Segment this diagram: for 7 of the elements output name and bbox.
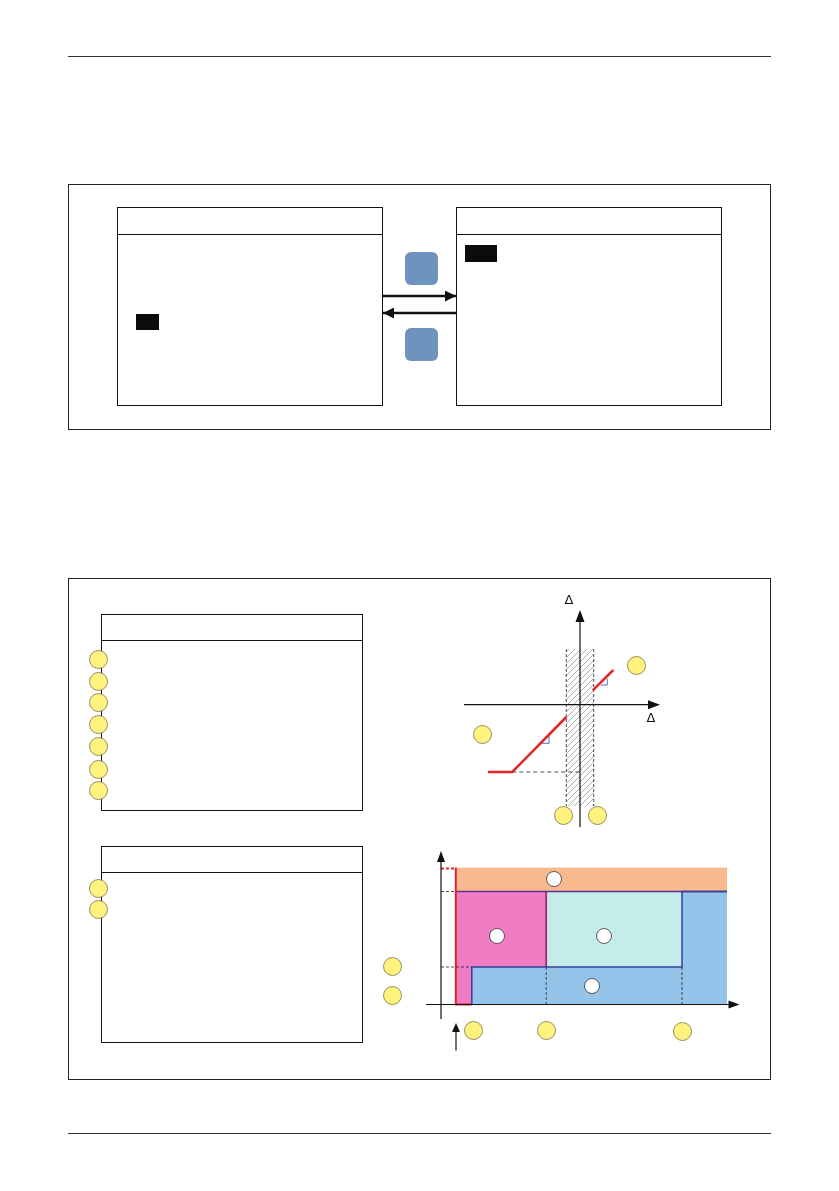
arrow: [383, 290, 456, 302]
display-screen: [117, 207, 383, 406]
display-screen: [101, 846, 363, 1043]
axis-label: Δ: [564, 593, 574, 607]
display-screen: [101, 614, 363, 811]
display-screen: [456, 207, 722, 406]
arrow: [383, 307, 456, 319]
